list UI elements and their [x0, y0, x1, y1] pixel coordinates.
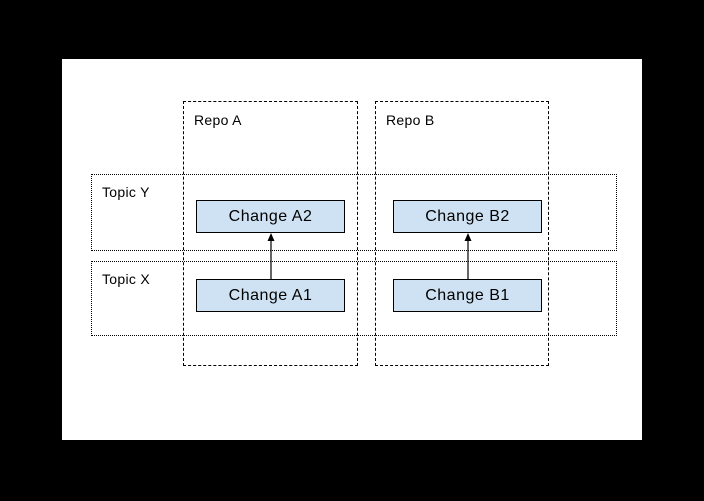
topic-x-band: Topic X — [91, 261, 617, 336]
change-a2-box: Change A2 — [196, 200, 345, 233]
repo-b-label: Repo B — [386, 112, 435, 128]
arrow-a1-to-a2-icon — [267, 233, 275, 280]
drawing-canvas: Repo A Repo B Topic Y Topic X Change A2 … — [62, 59, 642, 440]
change-a1-box: Change A1 — [196, 279, 345, 312]
repo-a-container: Repo A — [183, 101, 358, 366]
change-b2-box: Change B2 — [393, 200, 542, 233]
change-b1-box: Change B1 — [393, 279, 542, 312]
repo-b-container: Repo B — [375, 101, 549, 366]
topic-y-band: Topic Y — [91, 174, 617, 251]
topic-y-label: Topic Y — [102, 184, 150, 200]
arrow-b1-to-b2-icon — [464, 233, 472, 280]
repo-a-label: Repo A — [194, 112, 242, 128]
topic-x-label: Topic X — [102, 271, 151, 287]
